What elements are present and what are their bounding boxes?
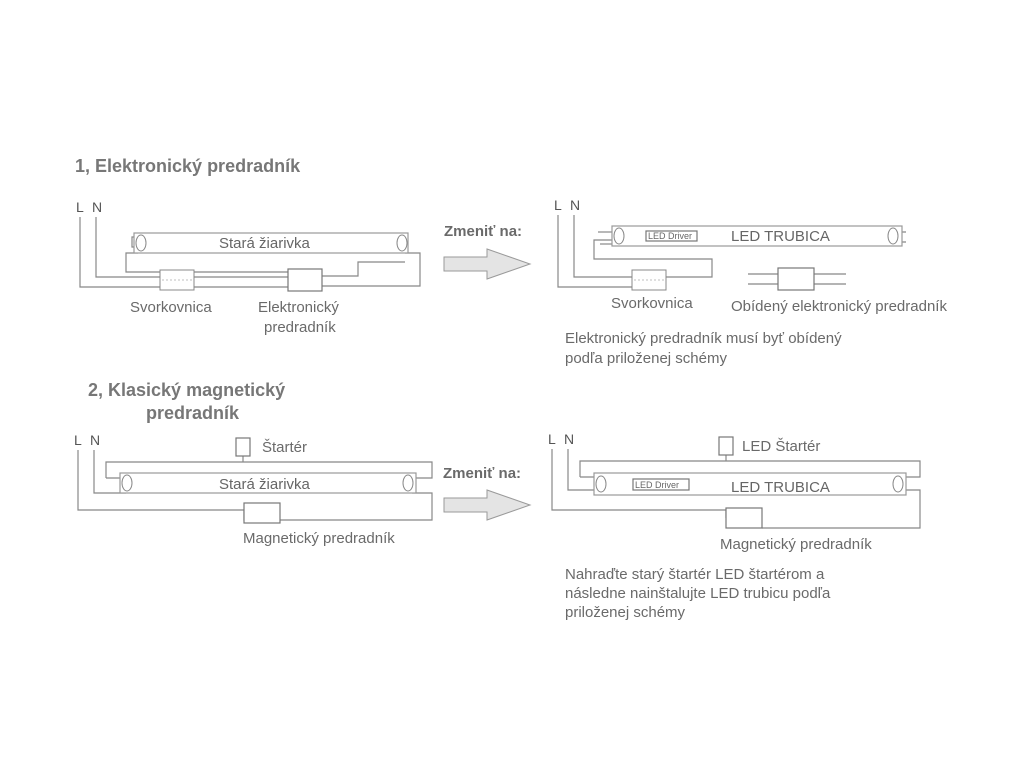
- ballast-label-2: predradník: [264, 319, 336, 336]
- line-l-label: L: [76, 199, 84, 215]
- terminal-label: Svorkovnica: [130, 299, 212, 316]
- tube-left-cap: [121, 474, 133, 492]
- section2-heading-2: predradník: [146, 403, 240, 423]
- l-wire: [557, 215, 632, 288]
- led-starter: [718, 436, 734, 456]
- terminal-block: [631, 269, 667, 291]
- led-tube-left-cap: [595, 475, 607, 493]
- l-wire: [551, 449, 726, 511]
- note-line-2: následne nainštalujte LED trubicu podľa: [565, 585, 831, 602]
- ballast-label: Magnetický predradník: [243, 530, 395, 547]
- starter: [235, 437, 251, 457]
- line-n-label: N: [90, 432, 100, 448]
- led-driver: [632, 478, 690, 491]
- change-label: Zmeniť na:: [444, 223, 522, 240]
- ballast-tube-right-wire-2: [322, 252, 421, 287]
- line-l-label: L: [548, 431, 556, 447]
- section2-after-schematic: L N LED Driver LED TRUBICA LED Štartér M…: [548, 431, 921, 621]
- n-wire: [93, 450, 126, 494]
- l-wire: [79, 217, 160, 288]
- ballast-tube-right-wire: [322, 261, 405, 277]
- starter-loop-wire: [579, 460, 921, 478]
- led-driver-label: LED Driver: [635, 480, 679, 490]
- section2-heading-1: 2, Klasický magnetický: [88, 380, 285, 400]
- note-line-1: Elektronický predradník musí byť obídený: [565, 330, 842, 347]
- arrow-icon: [443, 248, 532, 280]
- ballast-tube-wire: [280, 492, 433, 521]
- led-driver: [645, 230, 698, 242]
- change-label: Zmeniť na:: [443, 465, 521, 482]
- l-wire: [77, 450, 244, 511]
- terminal-to-tube-wire: [593, 239, 713, 278]
- led-tube-right-cap: [892, 475, 904, 493]
- bypass-label: Obídený elektronický predradník: [731, 298, 947, 315]
- ballast-tube-left-wire: [125, 252, 288, 273]
- line-n-label: N: [92, 199, 102, 215]
- section-magnetic-ballast: 2, Klasický magnetický predradník L N St…: [74, 380, 921, 621]
- led-starter-label: LED Štartér: [742, 438, 820, 455]
- n-wire: [95, 217, 160, 278]
- tube-right-cap: [396, 234, 408, 252]
- section1-heading: 1, Elektronický predradník: [75, 156, 301, 176]
- led-driver-label: LED Driver: [648, 231, 692, 241]
- line-n-label: N: [570, 197, 580, 213]
- section-electronic-ballast: 1, Elektronický predradník L N Stará žia…: [75, 156, 947, 367]
- terminal-block: [159, 269, 195, 291]
- note-line-1: Nahraďte starý štartér LED štartérom a: [565, 566, 825, 583]
- ballast-label-1: Elektronický: [258, 299, 339, 316]
- led-tube-right-cap: [887, 227, 899, 245]
- section1-after-schematic: L N LED Driver LED TRUBICA Svorkovnica O…: [554, 197, 947, 367]
- ballast-label: Magnetický predradník: [720, 536, 872, 553]
- arrow-icon: [443, 489, 532, 521]
- old-tube-label: Stará žiarivka: [219, 476, 311, 493]
- tube-left-cap: [135, 234, 147, 252]
- starter-label: Štartér: [262, 439, 307, 456]
- line-n-label: N: [564, 431, 574, 447]
- starter-loop-wire: [105, 461, 433, 479]
- led-tube-left-cap: [613, 227, 625, 245]
- bypassed-ballast: [777, 267, 815, 291]
- n-wire: [567, 449, 600, 491]
- note-line-2: podľa priloženej schémy: [565, 350, 727, 367]
- line-l-label: L: [74, 432, 82, 448]
- section2-before-schematic: L N Stará žiarivka Štartér Magnetický pr…: [74, 432, 433, 547]
- line-l-label: L: [554, 197, 562, 213]
- tube-right-cap: [402, 474, 414, 492]
- electronic-ballast: [287, 268, 323, 292]
- magnetic-ballast: [725, 507, 763, 529]
- led-tube-label: LED TRUBICA: [731, 479, 830, 496]
- old-tube: [119, 472, 417, 494]
- terminal-label: Svorkovnica: [611, 295, 693, 312]
- magnetic-ballast: [243, 502, 281, 524]
- ballast-tube-wire: [762, 489, 921, 529]
- old-tube-label: Stará žiarivka: [219, 235, 311, 252]
- note-line-3: priloženej schémy: [565, 604, 686, 621]
- old-tube: [133, 232, 409, 254]
- led-tube-label: LED TRUBICA: [731, 228, 830, 245]
- section1-before-schematic: L N Stará žiarivka Svork: [76, 199, 421, 336]
- n-wire: [573, 215, 632, 278]
